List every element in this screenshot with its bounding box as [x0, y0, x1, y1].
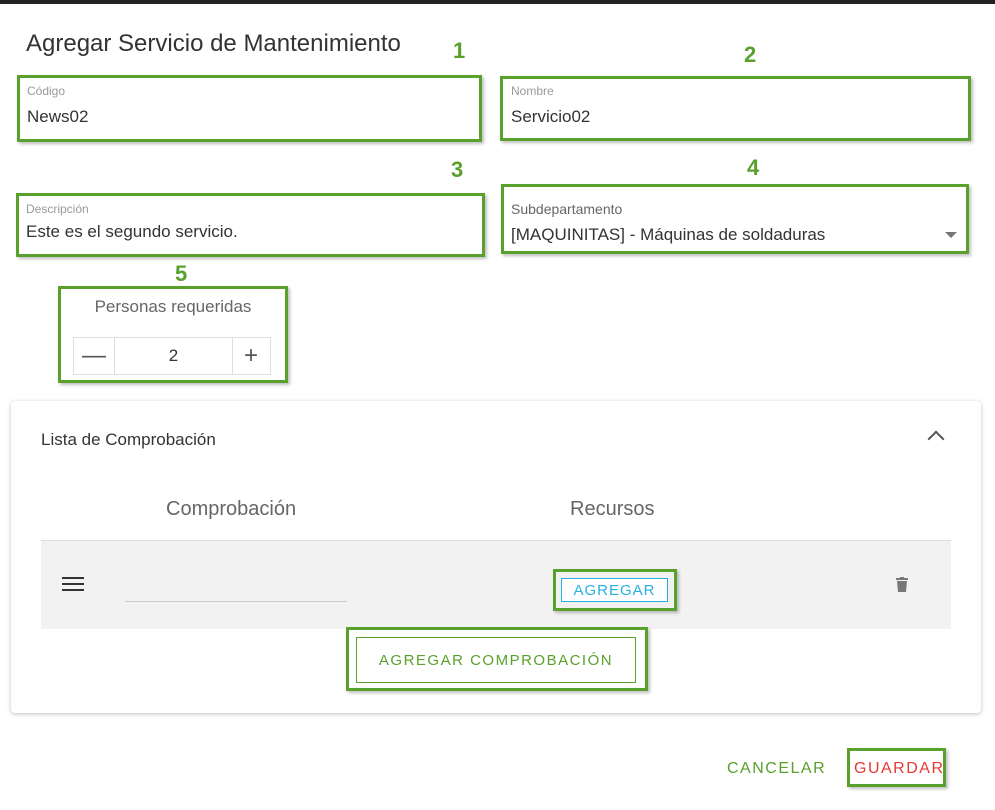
personas-value[interactable]: 2	[114, 338, 233, 374]
descripcion-label: Descripción	[26, 202, 89, 216]
checklist-title: Lista de Comprobación	[41, 430, 216, 449]
column-header-recursos: Recursos	[570, 498, 655, 520]
minus-button[interactable]: —	[82, 342, 106, 369]
chevron-down-icon	[945, 232, 957, 238]
comprobacion-input[interactable]	[125, 601, 347, 602]
annotation-2: 2	[744, 42, 757, 67]
subdepartamento-select[interactable]: Subdepartamento [MAQUINITAS] - Máquinas …	[501, 184, 969, 254]
subdepartamento-label: Subdepartamento	[511, 201, 623, 217]
agregar-highlight	[553, 569, 677, 611]
annotation-3: 3	[451, 157, 464, 182]
subdepartamento-value: [MAQUINITAS] - Máquinas de soldaduras	[511, 225, 826, 244]
codigo-input[interactable]: News02	[27, 107, 89, 126]
save-highlight	[847, 748, 946, 787]
add-check-highlight	[346, 627, 648, 691]
checklist-panel: Lista de Comprobación Comprobación Recur…	[11, 401, 981, 713]
add-check-button[interactable]: AGREGAR COMPROBACIÓN	[356, 637, 636, 683]
nombre-label: Nombre	[511, 84, 554, 98]
add-resource-button[interactable]: AGREGAR	[561, 578, 668, 602]
chevron-up-icon[interactable]	[927, 430, 945, 448]
dialog-title: Agregar Servicio de Mantenimiento	[26, 30, 401, 57]
checklist-row: AGREGAR	[41, 540, 951, 629]
personas-label: Personas requeridas	[94, 297, 252, 316]
personas-requeridas-group: Personas requeridas	[58, 286, 288, 383]
nombre-input[interactable]: Servicio02	[511, 107, 591, 126]
nombre-field[interactable]: Nombre Servicio02	[500, 76, 971, 141]
drag-handle-icon[interactable]	[62, 577, 84, 592]
cancel-button[interactable]: CANCELAR	[727, 760, 827, 777]
save-button[interactable]: GUARDAR	[854, 760, 945, 777]
annotation-4: 4	[747, 155, 760, 180]
annotation-1: 1	[453, 38, 466, 63]
descripcion-input[interactable]: Este es el segundo servicio.	[26, 222, 238, 241]
descripcion-field[interactable]: Descripción Este es el segundo servicio.	[16, 193, 485, 257]
codigo-label: Código	[27, 84, 66, 98]
column-header-comprobacion: Comprobación	[166, 498, 297, 520]
codigo-field[interactable]: Código News02	[17, 75, 482, 142]
annotation-5: 5	[175, 261, 188, 286]
trash-icon[interactable]	[896, 577, 908, 592]
window-top-bar	[0, 0, 995, 4]
plus-button[interactable]: +	[243, 342, 258, 369]
personas-stepper[interactable]: — 2 +	[73, 337, 271, 375]
